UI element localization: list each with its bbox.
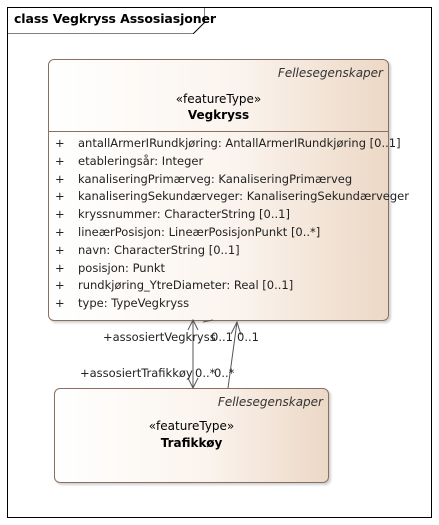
attribute-text: posisjon: Punkt xyxy=(78,260,166,275)
attribute-visibility: + xyxy=(55,153,65,168)
association-line-vegkryss[interactable] xyxy=(187,318,199,388)
attribute-visibility: + xyxy=(55,278,65,293)
attribute-text: kanaliseringSekundærveger: KanaliseringS… xyxy=(78,189,409,204)
attribute-text: navn: CharacterString [0..1] xyxy=(78,242,240,257)
role-label-trafikkoy: +assosiertTrafikkøy xyxy=(80,366,193,380)
association-line-trafikkoy[interactable] xyxy=(227,320,242,389)
attribute-text: kryssnummer: CharacterString [0..1] xyxy=(78,207,290,222)
class-vegkryss-package: Fellesegenskaper xyxy=(277,66,383,80)
attribute-visibility: + xyxy=(55,136,65,150)
multiplicity-trafikkoy-a: 0..* xyxy=(195,366,216,380)
frame-tab xyxy=(7,7,205,34)
class-trafikkoy-package: Fellesegenskaper xyxy=(217,395,323,409)
class-vegkryss-stereotype: «featureType» xyxy=(175,92,262,106)
class-trafikkoy[interactable]: Fellesegenskaper «featureType» Trafikkøy xyxy=(54,388,329,483)
attribute-visibility: + xyxy=(55,207,65,222)
class-vegkryss[interactable]: Fellesegenskaper «featureType» Vegkryss … xyxy=(48,59,409,321)
attribute-visibility: + xyxy=(55,242,65,257)
diagram-title: class Vegkryss Assosiasjoner xyxy=(14,11,216,26)
attribute-text: etableringsår: Integer xyxy=(78,153,204,168)
attribute-visibility: + xyxy=(55,296,65,311)
class-vegkryss-divider xyxy=(49,131,388,132)
role-label-vegkryss: +assosiertVegkryss xyxy=(103,330,216,344)
attribute-text: type: TypeVegkryss xyxy=(78,296,190,311)
multiplicity-trafikkoy-b: 0..* xyxy=(214,366,235,380)
attribute-text: rundkjøring_YtreDiameter: Real [0..1] xyxy=(78,278,294,293)
attribute-visibility: + xyxy=(55,189,65,204)
multiplicity-vegkryss-a: 0..1 xyxy=(211,330,233,344)
class-trafikkoy-name: Trafikkøy xyxy=(160,436,223,450)
class-trafikkoy-stereotype: «featureType» xyxy=(148,419,235,433)
attribute-visibility: + xyxy=(55,260,65,275)
attribute-text: lineærPosisjon: LineærPosisjonPunkt [0..… xyxy=(78,225,321,239)
attribute-visibility: + xyxy=(55,225,65,239)
multiplicity-vegkryss-b: 0..1 xyxy=(237,330,259,344)
class-vegkryss-name: Vegkryss xyxy=(187,108,250,122)
attribute-visibility: + xyxy=(55,171,65,186)
attribute-text: antallArmerIRundkjøring: AntallArmerIRun… xyxy=(78,136,401,150)
attribute-text: kanaliseringPrimærveg: KanaliseringPrimæ… xyxy=(78,171,353,186)
diagram-frame xyxy=(7,7,432,518)
